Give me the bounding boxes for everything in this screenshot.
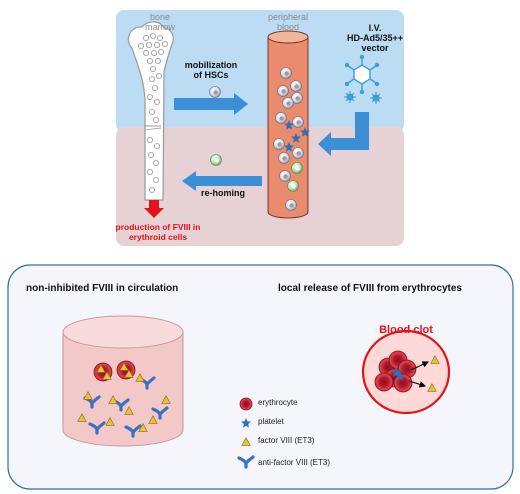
mobilization-arrow xyxy=(174,93,248,115)
top-panel xyxy=(116,10,404,246)
legend-platelet-label: platelet xyxy=(258,417,284,426)
legend-anti-factor-viii-label: anti-factor VIII (ET3) xyxy=(258,458,331,467)
circulation-cylinder xyxy=(62,315,184,447)
legend xyxy=(237,397,255,469)
rehoming-arrow xyxy=(182,171,262,191)
production-arrow xyxy=(144,200,164,218)
bone-icon xyxy=(127,21,174,201)
vector-label: I.V.HD-Ad5/35++vector xyxy=(346,23,404,53)
modified-hsc-icon xyxy=(210,154,222,166)
blood-vessel xyxy=(267,30,310,219)
adenovirus-small-icon xyxy=(370,92,382,104)
bottom-panel xyxy=(7,264,514,490)
legend-erythrocyte-label: erythrocyte xyxy=(258,398,298,407)
legend-factor-viii-label: factor VIII (ET3) xyxy=(258,436,315,445)
hsc-cell-icon xyxy=(209,86,221,98)
injection-arrow xyxy=(318,112,369,156)
right-heading: local release of FVIII from erythrocytes xyxy=(278,283,462,294)
adenovirus-small-icon xyxy=(344,91,356,103)
blood-clot xyxy=(361,329,451,415)
blood-clot-label: Blood clot xyxy=(379,324,433,336)
adenovirus-vector-icon xyxy=(344,54,380,95)
erythrocyte-icon xyxy=(239,397,253,411)
bone-marrow-background xyxy=(116,127,404,246)
left-heading: non-inhibited FVIII in circulation xyxy=(26,283,179,294)
rehoming-label: re-homing xyxy=(201,188,245,198)
